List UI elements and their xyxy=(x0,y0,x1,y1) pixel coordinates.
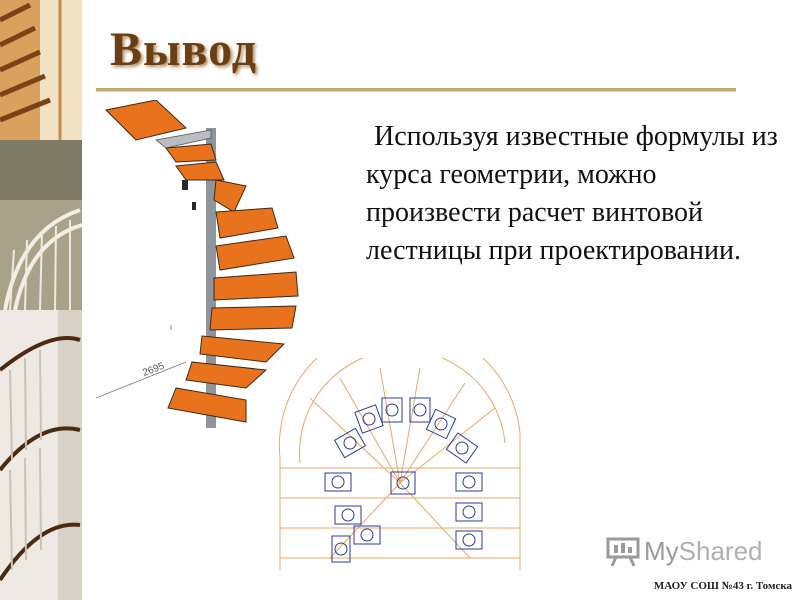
side-photo-strip xyxy=(0,0,82,600)
title-divider xyxy=(96,88,736,92)
staircase-photo-2 xyxy=(0,140,82,310)
myshared-wordmark: MyShared xyxy=(644,536,763,566)
slide-body-text: Используя известные формулы из курса гео… xyxy=(366,121,778,266)
staircase-photo-1 xyxy=(0,0,82,140)
stair-plan-drawing xyxy=(278,358,521,570)
spiral-staircase-illustration: 2695 xyxy=(96,100,299,428)
slide-title: Вывод xyxy=(110,23,257,76)
stair-dimension-label: 2695 xyxy=(141,361,166,379)
presentation-board-icon xyxy=(606,537,640,567)
slide-footer: МАОУ СОШ №43 г. Томска xyxy=(653,580,792,592)
myshared-watermark: MyShared xyxy=(606,536,763,567)
staircase-photo-3 xyxy=(0,310,82,600)
